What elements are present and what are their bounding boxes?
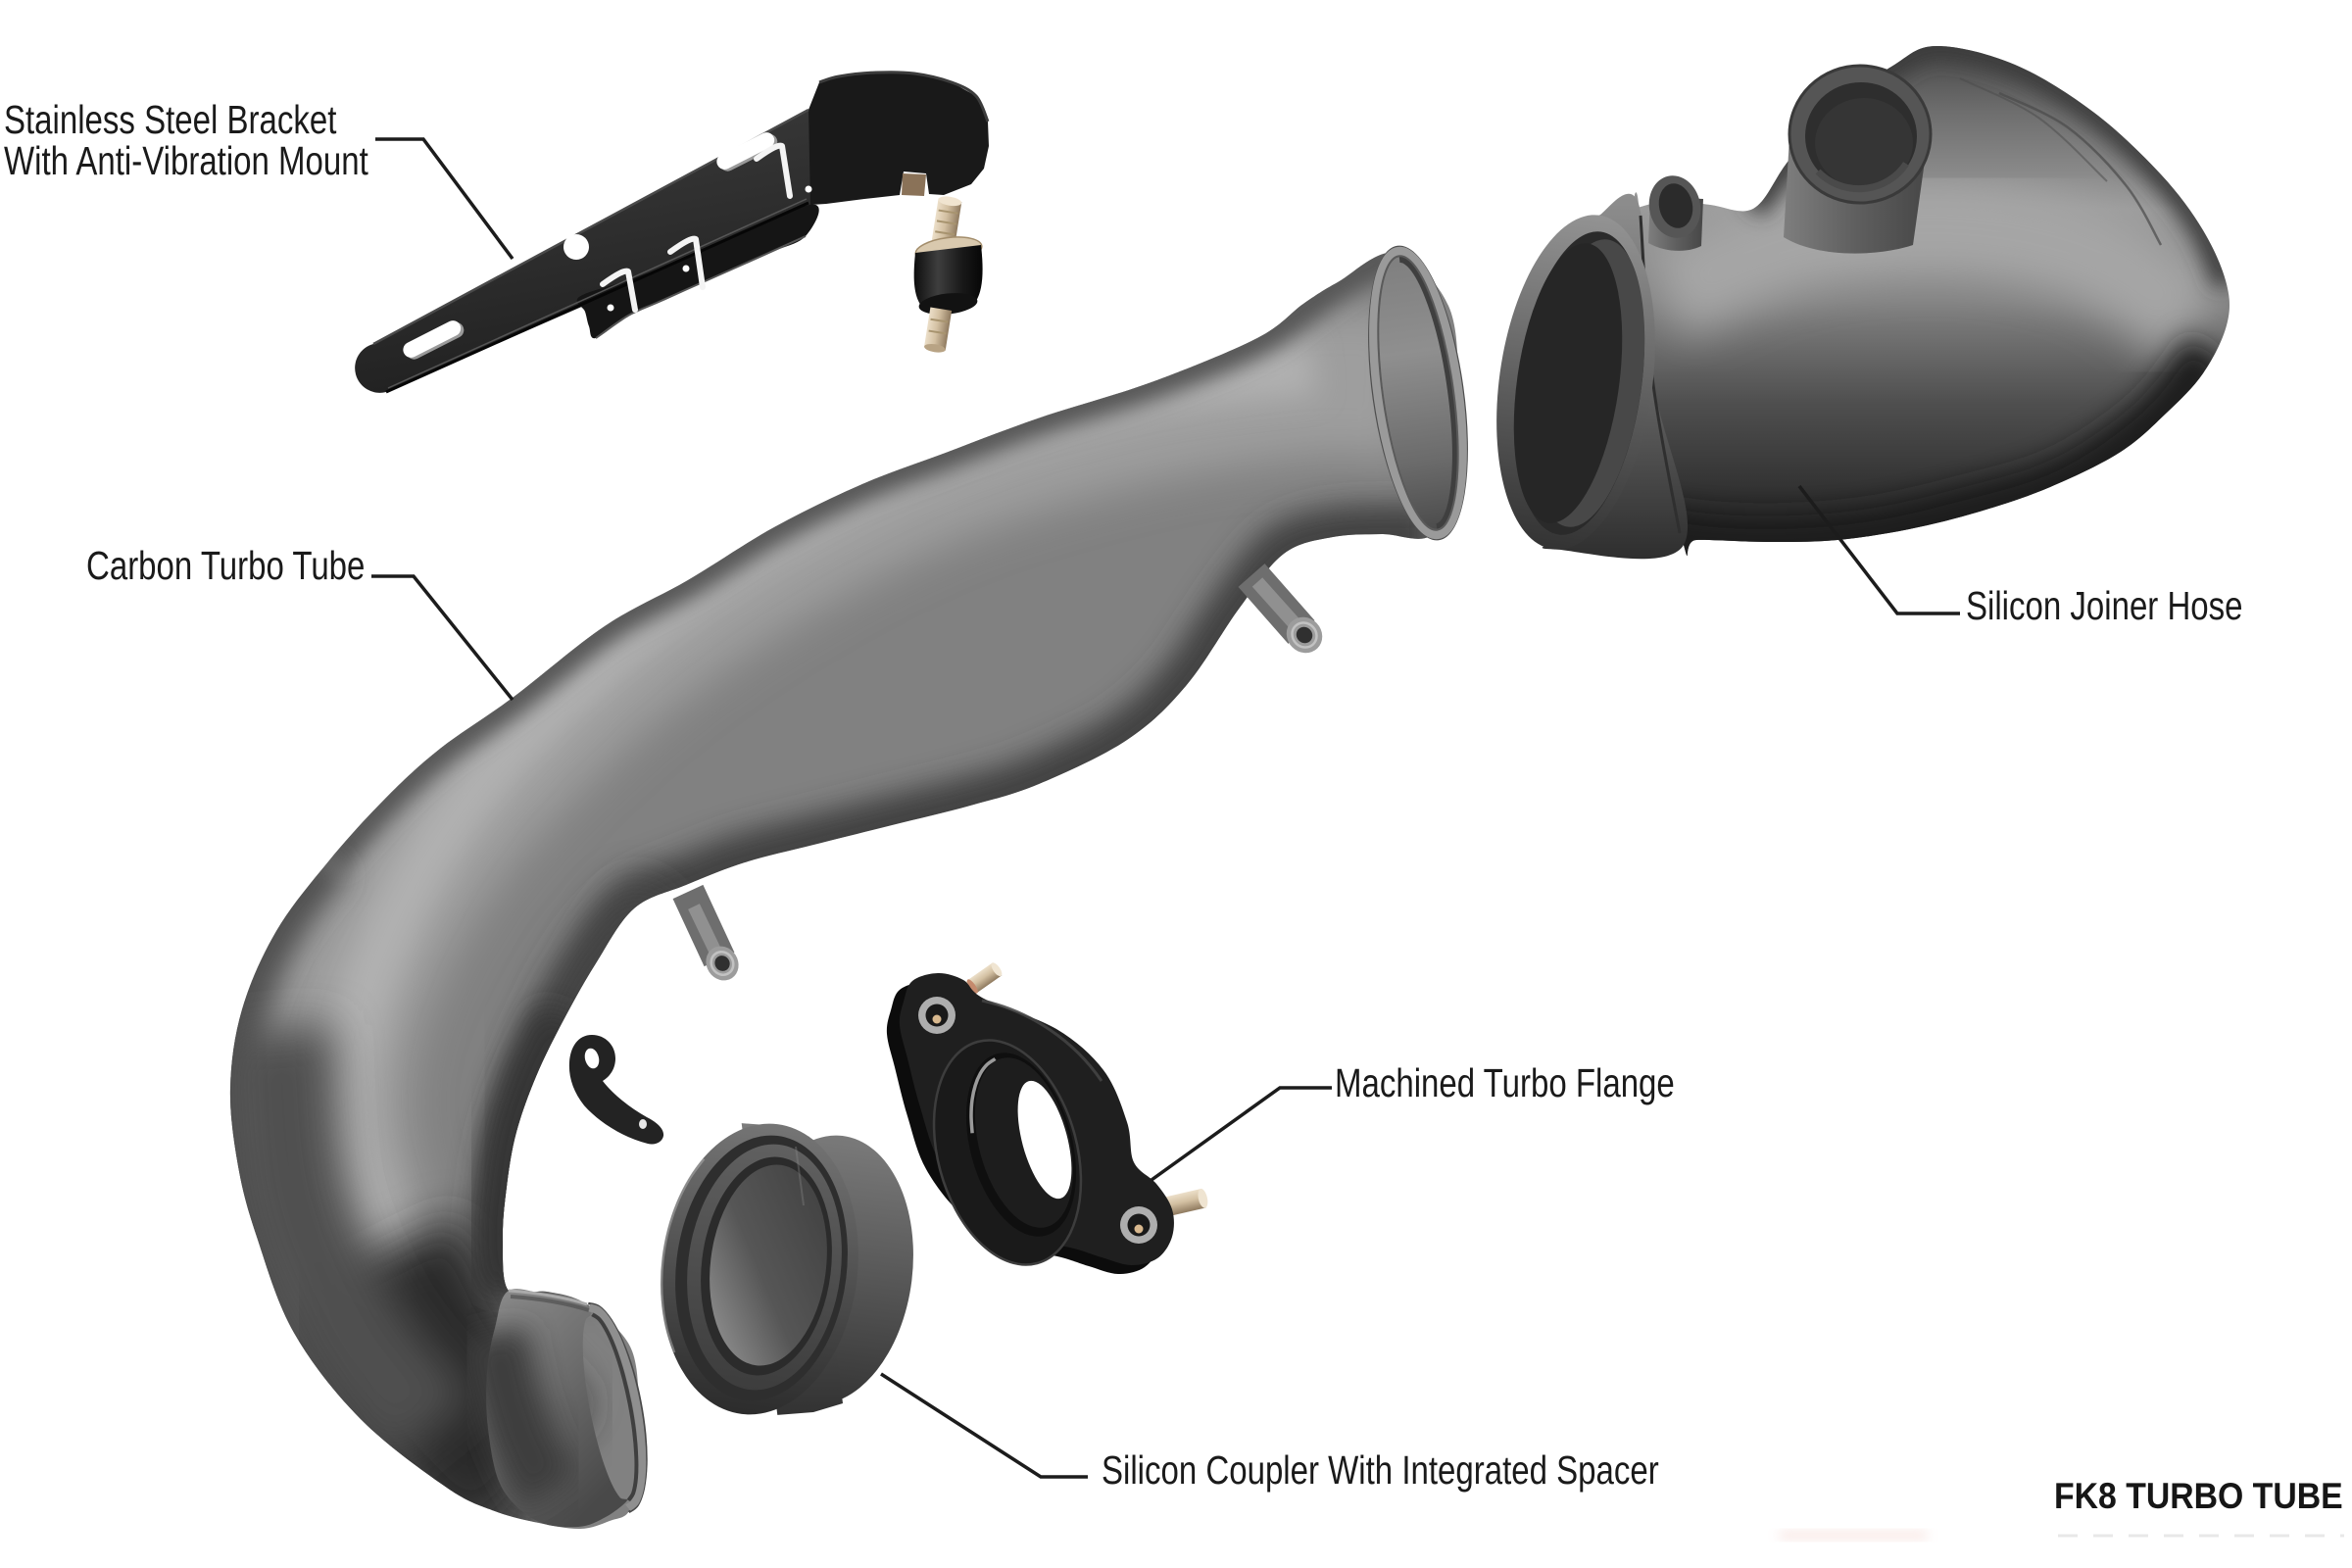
diagram-title: FK8 TURBO TUBE [2054, 1476, 2343, 1516]
leader-flange [1150, 1086, 1332, 1182]
tube-end-flare [1368, 245, 1468, 541]
bracket-relief-notch [564, 234, 589, 260]
part-silicon-joiner-hose [1496, 45, 2230, 560]
hose-port-small [1648, 175, 1703, 251]
scan-artifacts [1779, 1532, 2344, 1539]
part-stainless-steel-bracket [355, 71, 990, 394]
bracket-cutouts [600, 142, 793, 313]
leader-tube [371, 574, 514, 702]
part-machined-turbo-flange [886, 962, 1208, 1275]
label-silicon-joiner-hose: Silicon Joiner Hose [1966, 583, 2243, 628]
leader-lines [371, 137, 1960, 1479]
hose-open-end [1496, 215, 1655, 550]
leader-bracket [375, 137, 514, 261]
label-carbon-turbo-tube: Carbon Turbo Tube [86, 543, 366, 588]
hose-port-large [1784, 64, 1933, 254]
part-clip-bracket [568, 1035, 664, 1145]
anti-vibration-mount [913, 196, 983, 353]
part-silicon-coupler [660, 1123, 913, 1415]
label-bracket-line1: Stainless Steel Bracket [4, 97, 337, 142]
tube-port-front [1238, 564, 1323, 654]
tube-bottom-flare [463, 1289, 648, 1528]
label-machined-turbo-flange: Machined Turbo Flange [1335, 1060, 1675, 1105]
flange-bolt-hole-bottom [1120, 1206, 1157, 1244]
leader-coupler [880, 1372, 1088, 1479]
tube-port-middle [672, 884, 739, 981]
leader-hose [1797, 484, 1960, 615]
label-bracket-line2: With Anti-Vibration Mount [4, 138, 368, 183]
bracket-slot-upper [716, 132, 778, 172]
flange-stud-top [963, 962, 1003, 996]
flange-bolt-hole-top [918, 997, 956, 1034]
label-silicon-coupler: Silicon Coupler With Integrated Spacer [1102, 1447, 1659, 1493]
bracket-slot-left [403, 320, 465, 360]
